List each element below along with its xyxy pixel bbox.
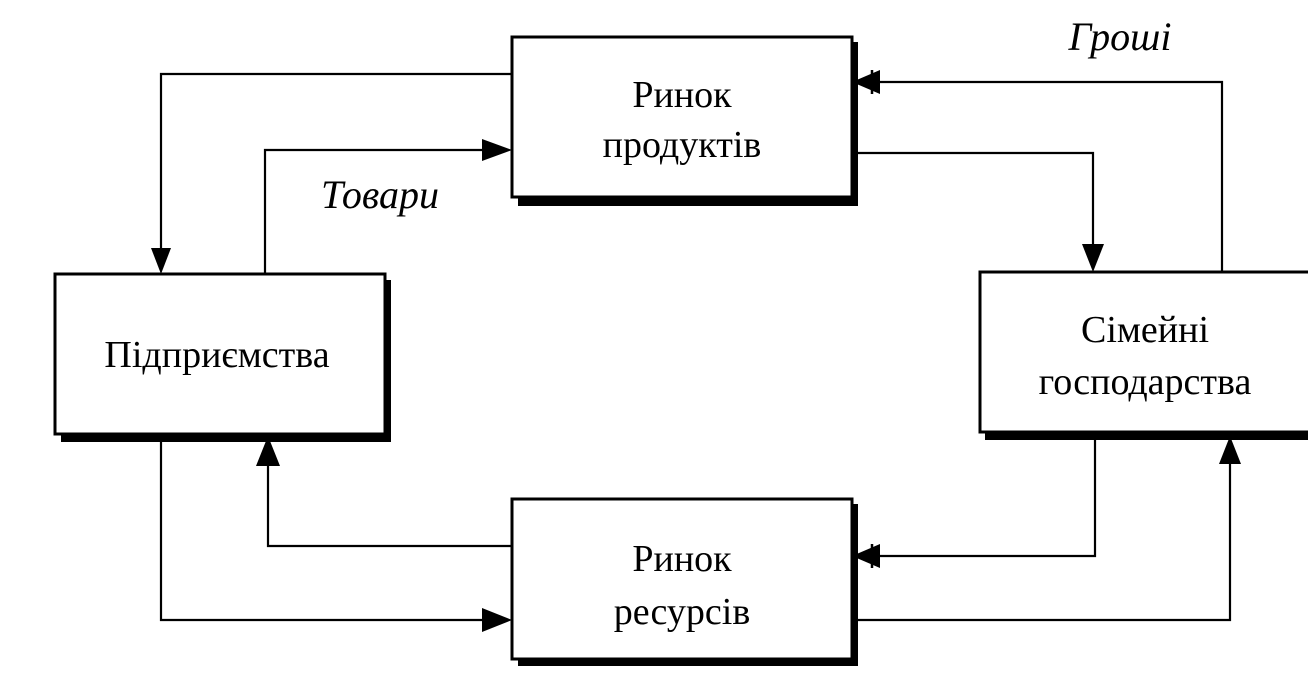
flow-households-to-product-market: [852, 70, 1224, 272]
flow-resource-market-to-firms: [256, 436, 512, 548]
flow-product-market-to-households: [852, 151, 1104, 272]
households-label-line2: господарства: [1039, 361, 1252, 403]
flow-product-market-to-firms: [151, 72, 512, 274]
firms-box: Підприємства: [53, 272, 391, 442]
product-market-box-frame: [510, 35, 854, 199]
flow-resource-market-to-households: [852, 436, 1241, 622]
flow-firms-to-product-market: [263, 139, 512, 274]
resource-market-label-line2: ресурсів: [614, 591, 751, 633]
money-flow-label: Гроші: [1068, 14, 1172, 59]
product-market-label-line1: Ринок: [632, 74, 732, 116]
resource-market-box-frame: [510, 497, 854, 661]
resource-market-label-line1: Ринок: [632, 538, 732, 580]
arrow-right-icon: [482, 608, 512, 632]
flow-firms-to-resource-market: [159, 436, 512, 632]
arrow-down-icon: [151, 248, 171, 274]
flow-households-to-resource-market: [852, 432, 1097, 568]
product-market-label-line2: продуктів: [603, 124, 762, 166]
firms-label: Підприємства: [104, 334, 329, 376]
arrow-down-icon: [1082, 244, 1104, 272]
goods-flow-label: Товари: [321, 172, 439, 217]
arrow-right-icon: [482, 139, 512, 161]
arrow-up-icon: [1219, 436, 1241, 464]
firms-box-frame: [53, 272, 387, 436]
product-market-box: Ринок продуктів: [510, 35, 858, 206]
households-box: Сімейні господарства: [978, 270, 1308, 440]
resource-market-box: Ринок ресурсів: [510, 497, 858, 666]
households-label-line1: Сімейні: [1081, 309, 1209, 351]
arrow-up-icon: [256, 436, 280, 466]
households-box-frame: [978, 270, 1308, 434]
